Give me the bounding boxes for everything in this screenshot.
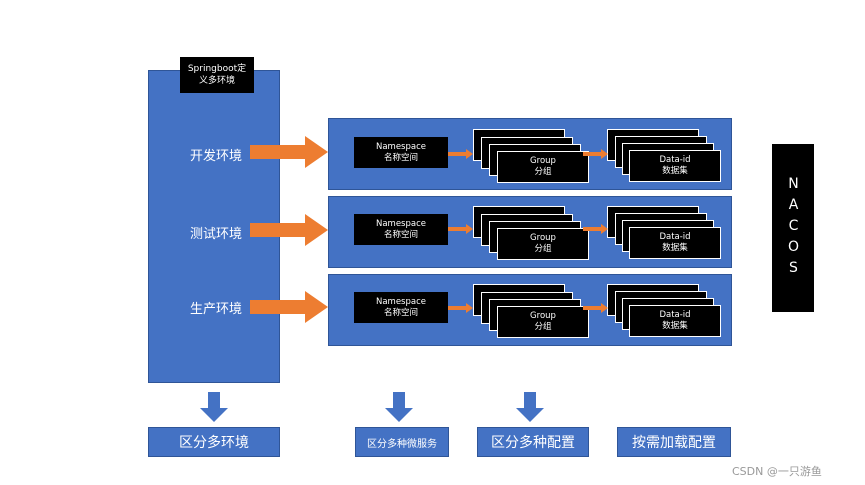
- bottom-box-env: 区分多环境: [148, 427, 280, 457]
- arrow-ns-group-prod: [448, 303, 473, 313]
- dataid-title: Data-id: [659, 310, 691, 320]
- bottom-label-config: 区分多种配置: [491, 435, 575, 451]
- env-label-prod: 生产环境: [190, 302, 243, 317]
- namespace-subtitle: 名称空间: [383, 307, 418, 318]
- bottom-box-config: 区分多种配置: [477, 427, 589, 457]
- group-box-dev: Group 分组: [497, 151, 589, 183]
- arrow-group-dataid-dev: [583, 149, 608, 159]
- group-title: Group: [530, 156, 556, 166]
- dataid-box-dev: Data-id 数据集: [629, 150, 721, 182]
- env-label-test: 测试环境: [190, 227, 243, 242]
- namespace-title: Namespace: [375, 296, 426, 307]
- namespace-box-dev: Namespace 名称空间: [354, 137, 448, 168]
- group-subtitle: 分组: [534, 167, 552, 177]
- bottom-label-load: 按需加载配置: [632, 435, 716, 451]
- env-label-dev: 开发环境: [190, 149, 243, 164]
- dataid-subtitle: 数据集: [662, 243, 688, 253]
- group-box-prod: Group 分组: [497, 306, 589, 338]
- springboot-header-text: Springboot定义多环境: [187, 64, 247, 86]
- env-arrows: [250, 136, 328, 323]
- group-subtitle: 分组: [534, 322, 552, 332]
- group-title: Group: [530, 233, 556, 243]
- bottom-label-service: 区分多种微服务: [367, 438, 437, 450]
- group-box-test: Group 分组: [497, 228, 589, 260]
- dataid-subtitle: 数据集: [662, 321, 688, 331]
- springboot-header-box: Springboot定义多环境: [180, 57, 254, 93]
- bottom-box-service: 区分多种微服务: [355, 427, 449, 457]
- watermark: CSDN @一只游鱼: [732, 465, 822, 478]
- group-title: Group: [530, 311, 556, 321]
- arrow-prod: [250, 291, 328, 323]
- namespace-title: Namespace: [375, 141, 426, 152]
- bottom-label-env: 区分多环境: [179, 435, 249, 451]
- arrow-ns-group-dev: [448, 149, 473, 159]
- dataid-box-test: Data-id 数据集: [629, 227, 721, 259]
- dataid-subtitle: 数据集: [662, 166, 688, 176]
- nacos-bar: NACOS: [772, 144, 814, 312]
- dataid-title: Data-id: [659, 155, 691, 165]
- down-arrow-ns: [385, 392, 413, 422]
- namespace-box-test: Namespace 名称空间: [354, 214, 448, 245]
- down-arrow-group: [516, 392, 544, 422]
- arrow-ns-group-test: [448, 224, 473, 234]
- arrow-group-dataid-test: [583, 224, 608, 234]
- nacos-label: NACOS: [785, 175, 802, 281]
- arrow-test: [250, 214, 328, 246]
- group-subtitle: 分组: [534, 244, 552, 254]
- bottom-box-load: 按需加载配置: [617, 427, 731, 457]
- namespace-box-prod: Namespace 名称空间: [354, 292, 448, 323]
- arrow-dev: [250, 136, 328, 168]
- dataid-title: Data-id: [659, 232, 691, 242]
- namespace-subtitle: 名称空间: [383, 229, 418, 240]
- connector-arrows: [448, 149, 608, 313]
- arrow-group-dataid-prod: [583, 303, 608, 313]
- down-arrows: [200, 392, 544, 422]
- down-arrow-env: [200, 392, 228, 422]
- dataid-box-prod: Data-id 数据集: [629, 305, 721, 337]
- namespace-title: Namespace: [375, 218, 426, 229]
- namespace-subtitle: 名称空间: [383, 152, 418, 163]
